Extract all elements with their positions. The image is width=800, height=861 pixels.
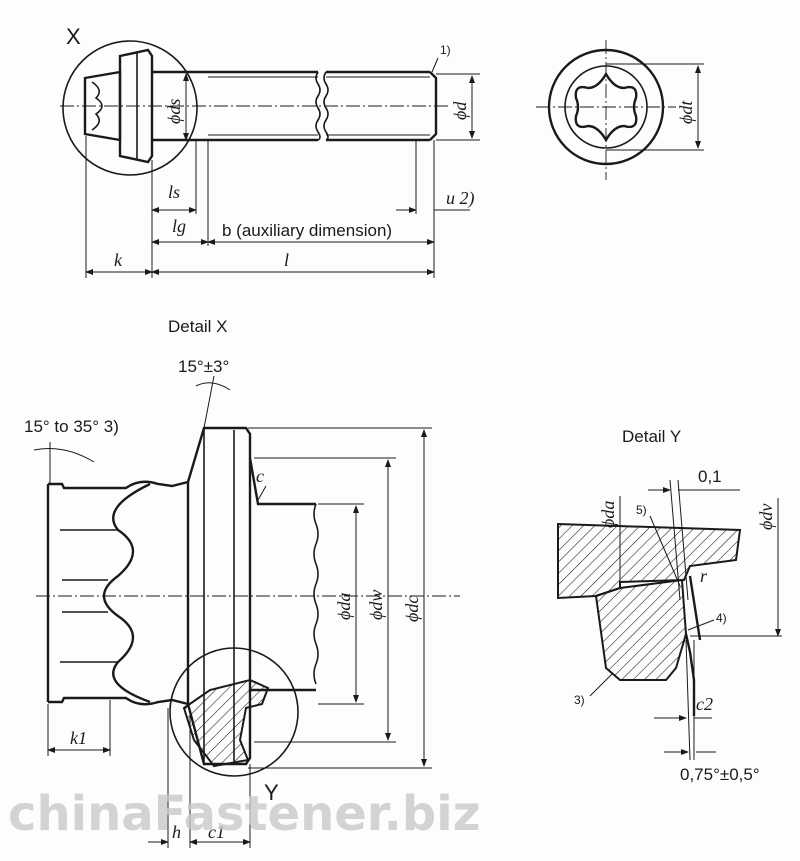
dim-l: l: [284, 250, 289, 270]
dim-k1: k1: [70, 728, 87, 748]
bolt-end-view: ϕdt: [536, 40, 704, 180]
angle-y: 0,75°±0,5°: [680, 765, 760, 784]
dim-ls: ls: [168, 182, 180, 202]
detail-y-view: 0,1 ϕda ϕdv 5) 4) 3) r c2 0,75°±0,5°: [557, 467, 782, 784]
dim-c1: c1: [208, 822, 225, 842]
angle-head: 15°±3°: [178, 357, 229, 376]
dim-da: ϕda: [334, 593, 354, 620]
detail-x-title: Detail X: [168, 317, 228, 336]
dim-r: r: [700, 566, 708, 586]
detail-y-marker: Y: [264, 780, 279, 805]
watermark: chinaFastener.biz: [8, 786, 481, 842]
dim-dc: ϕdc: [402, 596, 422, 622]
dim-dt: ϕdt: [676, 100, 696, 124]
dim-dv: ϕdv: [756, 504, 776, 530]
bolt-dimensions: ϕd ϕds ls u 2) lg b (auxiliary dimension…: [85, 73, 480, 278]
dim-0-1: 0,1: [698, 467, 722, 486]
dim-u: u 2): [446, 188, 475, 209]
note-1: 1): [440, 43, 451, 57]
dim-ds: ϕds: [164, 99, 184, 124]
note-3: 3): [574, 693, 585, 707]
dim-d: ϕd: [450, 101, 470, 120]
detail-y-title: Detail Y: [622, 427, 681, 446]
dim-c: c: [256, 466, 264, 486]
dim-y-da: ϕda: [598, 501, 618, 528]
dim-b: b (auxiliary dimension): [222, 221, 392, 240]
dim-h: h: [172, 822, 181, 842]
dim-lg: lg: [172, 216, 186, 236]
note-5: 5): [636, 503, 647, 517]
detail-x-view: Y 15°±3° 15° to 35° 3) c ϕda ϕdw ϕdc k1: [24, 357, 460, 848]
dim-dw: ϕdw: [366, 590, 386, 620]
note-4: 4): [716, 611, 727, 625]
dim-c2: c2: [696, 694, 713, 714]
detail-x-marker: X: [66, 24, 81, 49]
angle-drive: 15° to 35° 3): [24, 417, 119, 436]
bolt-side-view: X 1): [60, 24, 451, 176]
dim-k: k: [114, 250, 123, 270]
